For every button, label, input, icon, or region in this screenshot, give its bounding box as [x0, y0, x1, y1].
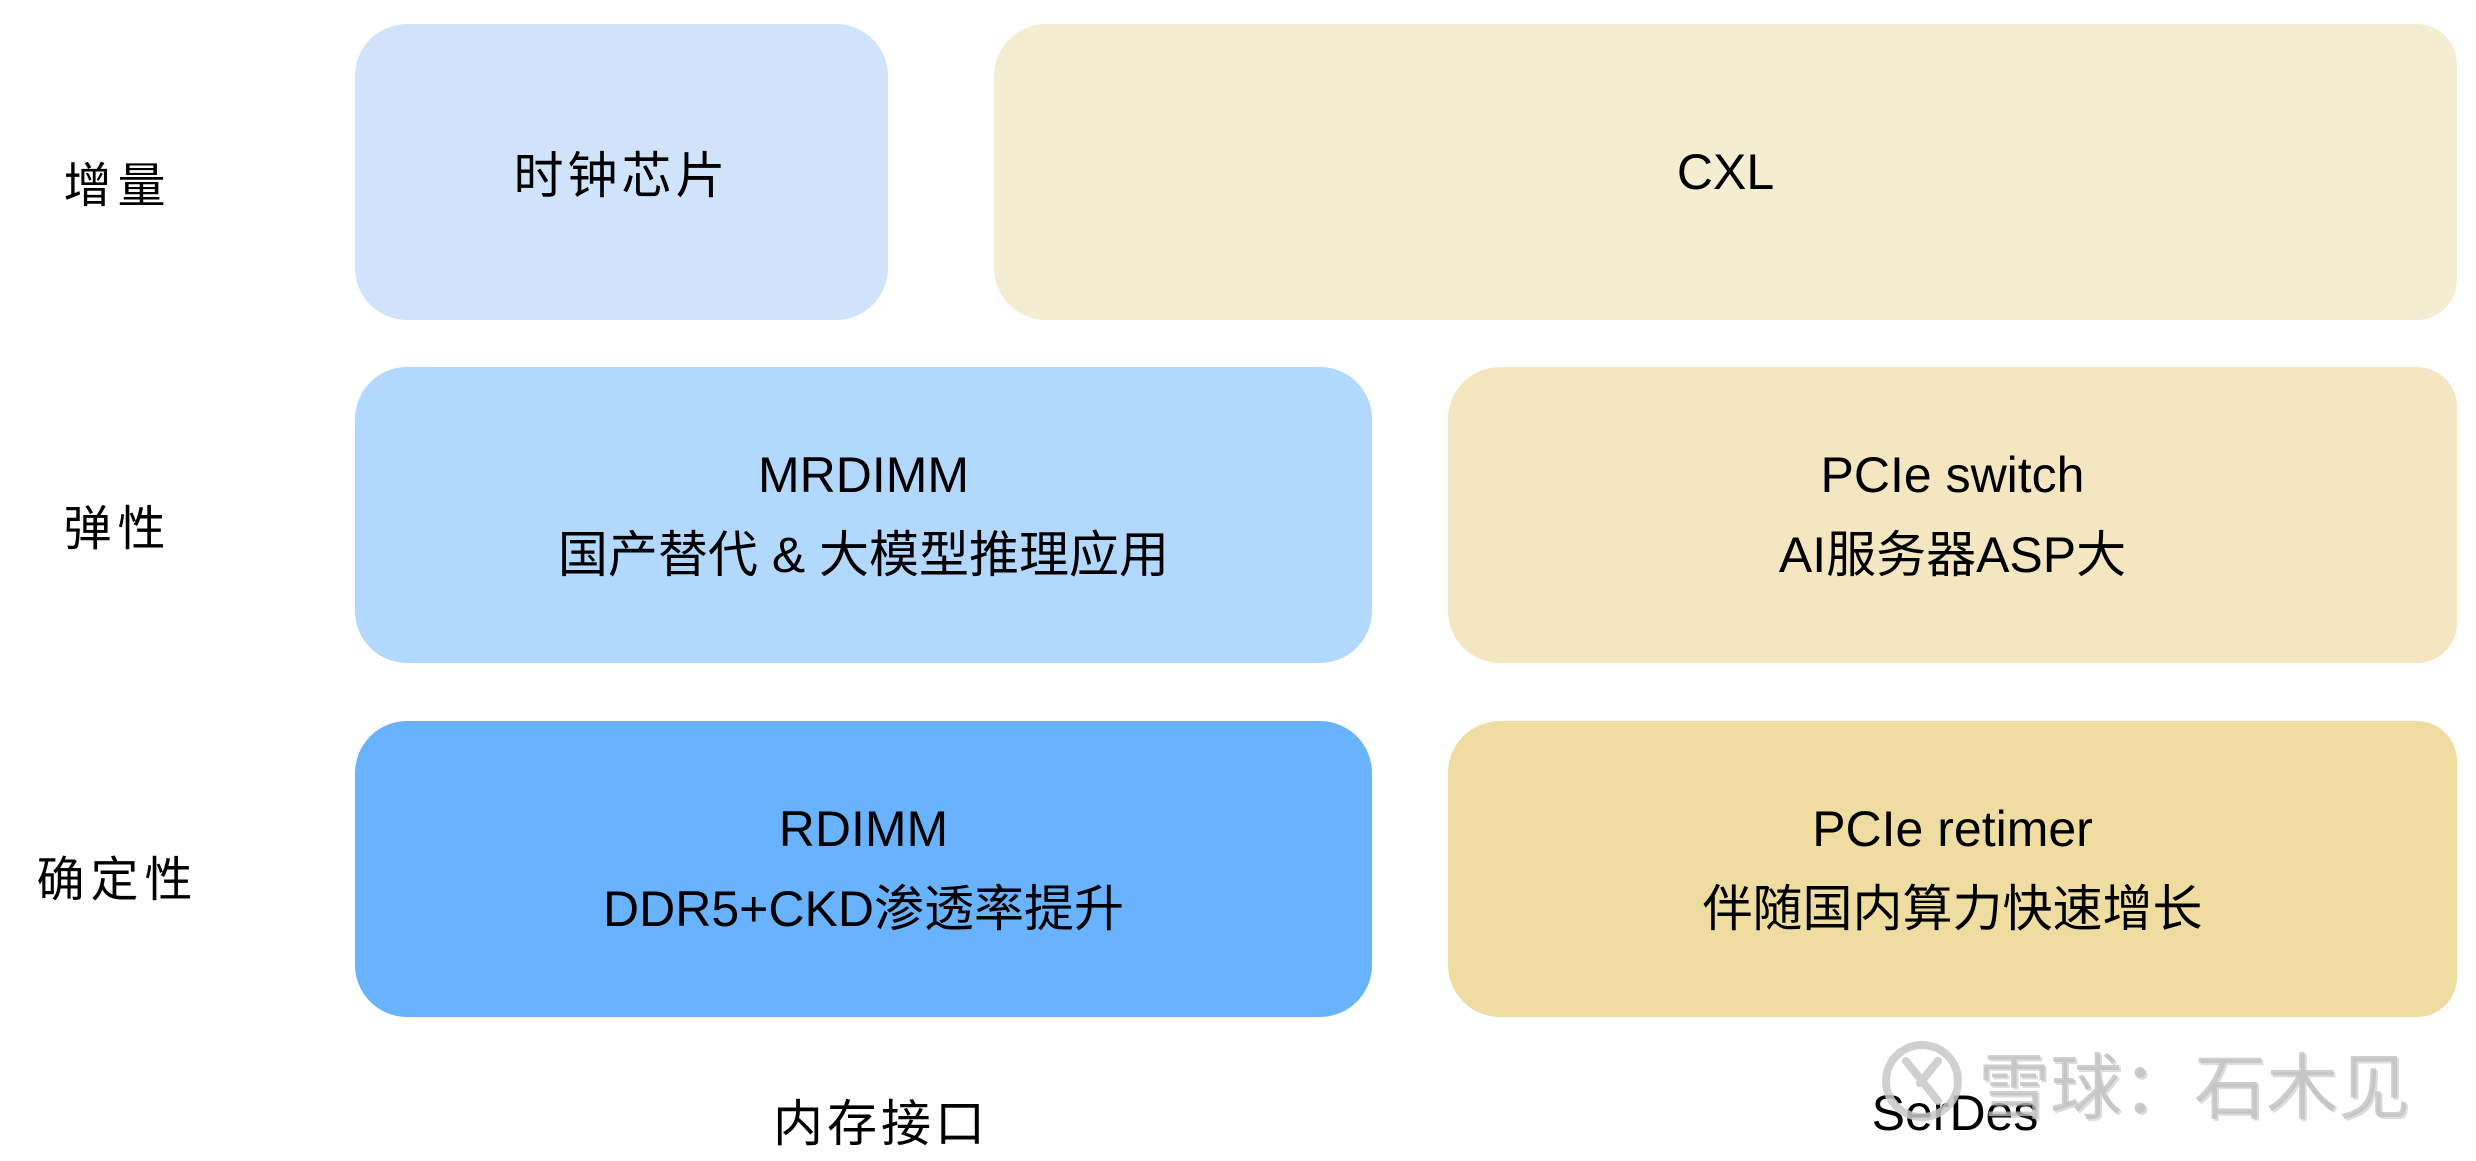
box-title: PCIe switch — [1820, 447, 2085, 503]
box-cxl: CXL — [994, 24, 2457, 320]
box-subtitle: 伴随国内算力快速增长 — [1702, 881, 2203, 937]
box-title: CXL — [1676, 144, 1775, 200]
xueqiu-logo-icon — [1882, 1041, 1962, 1121]
column-label-memory-interface: 内存接口 — [773, 1095, 989, 1153]
box-title: RDIMM — [778, 801, 949, 857]
box-title: MRDIMM — [757, 447, 970, 503]
row-label-elastic: 弹性 — [63, 501, 172, 557]
box-pcie-retimer: PCIe retimer 伴随国内算力快速增长 — [1448, 721, 2457, 1017]
box-subtitle: AI服务器ASP大 — [1778, 527, 2127, 583]
row-label-incremental: 增量 — [63, 158, 172, 214]
box-clock-chip: 时钟芯片 — [355, 24, 888, 320]
watermark-text: 雪球：石木见 — [1978, 1045, 2411, 1130]
box-title: PCIe retimer — [1812, 801, 2093, 857]
row-label-certain: 确定性 — [36, 852, 199, 908]
box-subtitle: DDR5+CKD渗透率提升 — [603, 881, 1124, 937]
box-rdimm: RDIMM DDR5+CKD渗透率提升 — [355, 721, 1372, 1017]
box-subtitle: 国产替代 & 大模型推理应用 — [557, 527, 1170, 583]
box-title: 时钟芯片 — [513, 147, 730, 205]
box-mrdimm: MRDIMM 国产替代 & 大模型推理应用 — [355, 367, 1372, 663]
watermark: 雪球：石木见 — [1880, 1036, 2410, 1130]
box-pcie-switch: PCIe switch AI服务器ASP大 — [1448, 367, 2457, 663]
